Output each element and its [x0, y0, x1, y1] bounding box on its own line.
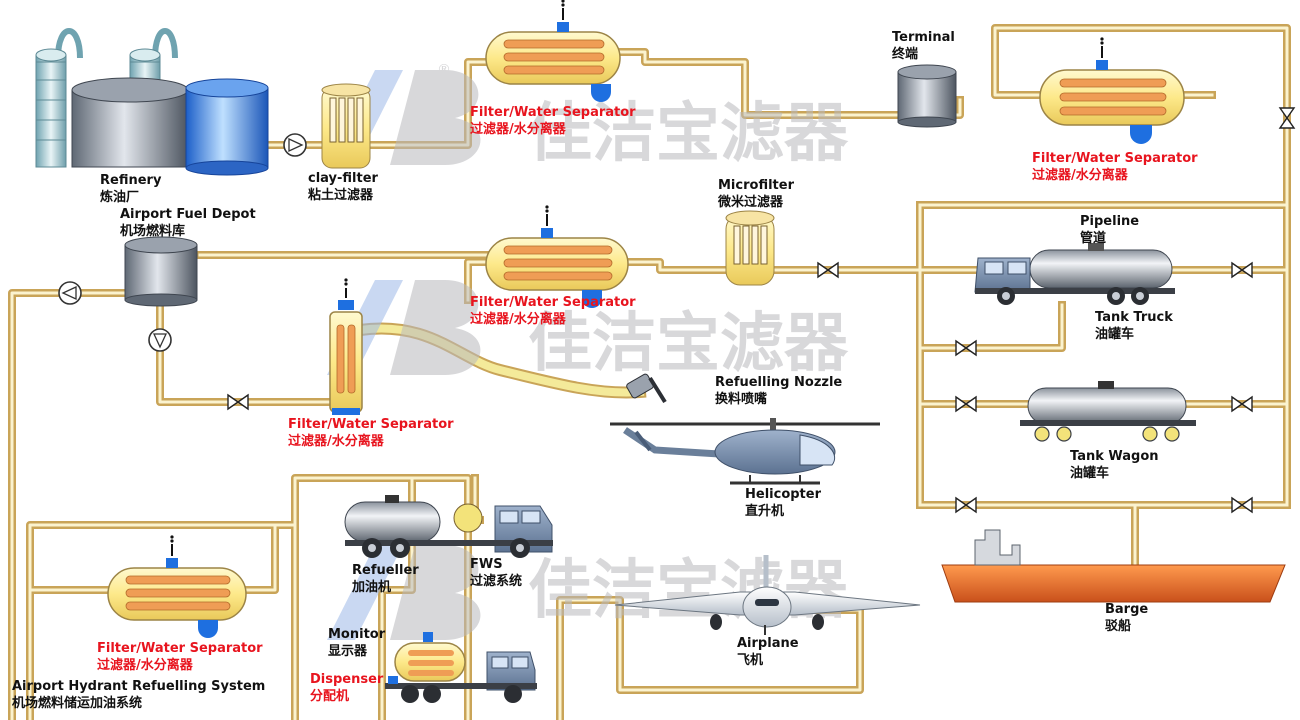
microfilter-icon	[725, 210, 775, 286]
valves	[227, 107, 1296, 514]
watermark-layer: ® 佳洁宝滤器 佳洁宝滤器 佳洁宝滤器 ®	[327, 62, 849, 640]
watermark-logo	[327, 545, 481, 640]
terminal-tank-icon	[897, 64, 957, 128]
filter-water-separator-vertical-icon	[329, 278, 363, 415]
refinery-icon	[35, 28, 269, 176]
valve-icon	[1231, 496, 1253, 514]
clay-filter-icon	[321, 83, 371, 169]
airplane-icon	[614, 555, 921, 635]
dispenser-truck-icon	[385, 632, 537, 703]
filter-water-separator-icon	[1039, 37, 1185, 144]
refuelling-nozzle-icon	[626, 373, 667, 404]
valve-icon	[1231, 395, 1253, 413]
filter-water-separator-icon	[485, 0, 621, 102]
valve-icon	[1231, 261, 1253, 279]
barge-icon	[941, 529, 1286, 603]
airport-fuel-depot-tank-icon	[124, 236, 198, 307]
filter-water-separator-icon	[485, 205, 629, 308]
valve-icon	[955, 339, 977, 357]
tank-truck-icon	[974, 243, 1175, 305]
filter-water-separator-icon	[107, 535, 247, 638]
valve-icon	[227, 393, 249, 411]
pump-icon	[283, 133, 307, 157]
valve-icon	[955, 496, 977, 514]
tank-wagon-icon	[1020, 381, 1196, 442]
refueller-truck-icon	[344, 495, 553, 558]
valve-icon	[817, 261, 839, 279]
registered-mark: ®	[437, 62, 451, 78]
pump-icon	[58, 281, 82, 305]
pump-icon	[148, 328, 172, 352]
valve-icon	[955, 395, 977, 413]
valve-icon	[1278, 107, 1296, 129]
helicopter-icon	[610, 418, 880, 485]
watermark-text: 佳洁宝滤器	[528, 554, 849, 628]
watermark-text: 佳洁宝滤器	[528, 307, 849, 381]
watermark-text: 佳洁宝滤器	[528, 97, 849, 171]
